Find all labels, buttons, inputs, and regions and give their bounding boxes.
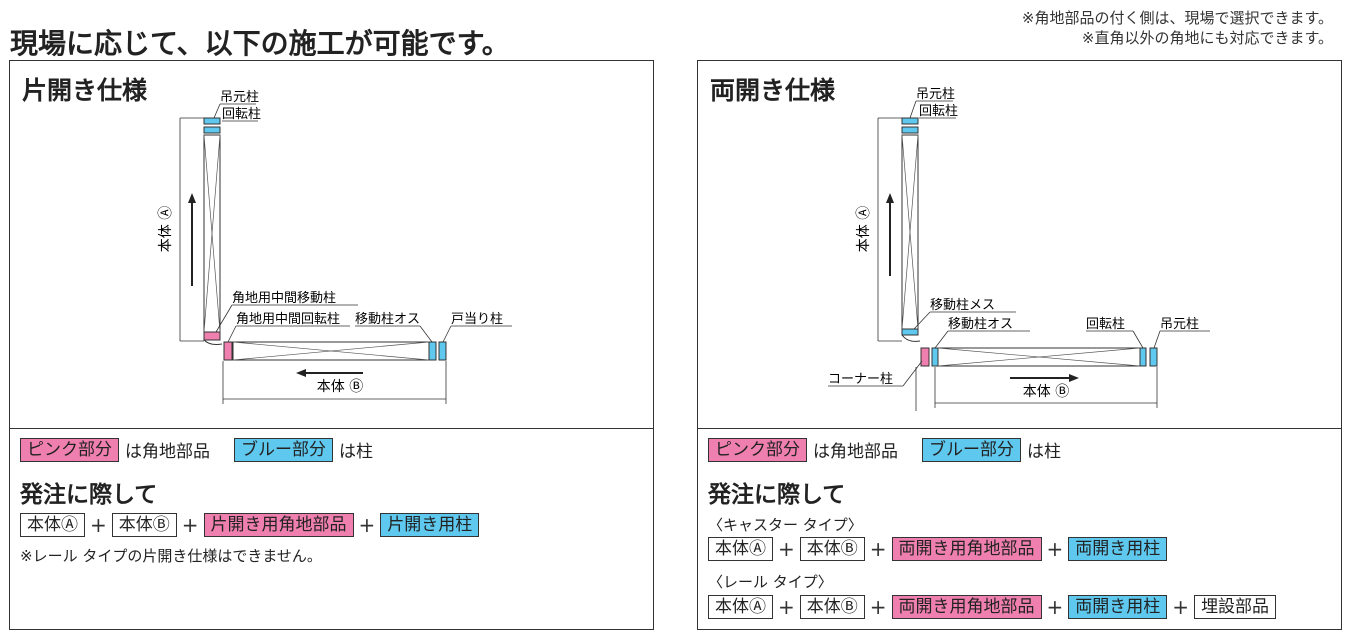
caster-type-label: 〈キャスター タイプ〉	[708, 516, 863, 534]
pivot-post-b-mark	[1139, 347, 1147, 367]
single-swing-diagram: 本体 Ⓐ 本体 Ⓑ 吊元柱 回転柱 角地用中間移動柱 角地用中間回転柱 移動柱オ…	[158, 90, 512, 404]
moving-post-female-mark	[901, 328, 919, 336]
label-suspension-post-b: 吊元柱	[1160, 317, 1199, 332]
label-moving-post-male: 移動柱オス	[355, 312, 420, 327]
moving-post-male-mark	[931, 347, 939, 367]
body-a-label: 本体 Ⓐ	[856, 206, 872, 252]
label-corner-moving-post: 角地用中間移動柱	[232, 291, 336, 306]
suspension-post-b-mark	[1149, 347, 1158, 367]
order-formula: 本体Ⓐ + 本体Ⓑ + 片開き用角地部品 + 片開き用柱	[20, 513, 480, 537]
moving-post-mark	[428, 341, 437, 361]
body-b-label: 本体 Ⓑ	[317, 379, 363, 395]
formula-item: 両開き用柱	[1068, 595, 1168, 619]
double-swing-diagram: 本体 Ⓐ 本体 Ⓑ 吊元柱 回転柱 移動柱メス 移動柱オス 回転柱 吊元柱	[828, 87, 1210, 411]
body-b-label: 本体 Ⓑ	[1023, 384, 1069, 400]
pivot-post-mark	[901, 126, 919, 134]
rail-type-label: 〈レール タイプ〉	[708, 573, 833, 591]
rail-note: ※レール タイプの片開き仕様はできません。	[20, 547, 322, 565]
label-moving-post-male: 移動柱オス	[948, 317, 1013, 332]
caster-formula: 本体Ⓐ + 本体Ⓑ + 両開き用角地部品 + 両開き用柱	[708, 537, 1168, 561]
page-headline: 現場に応じて、以下の施工が可能です。	[10, 27, 510, 60]
blue-legend-text: は柱	[1027, 442, 1061, 462]
corner-post	[920, 347, 930, 367]
suspension-post-mark	[901, 117, 919, 125]
panel-divider	[10, 428, 653, 429]
label-corner-pivot-post: 角地用中間回転柱	[236, 312, 340, 327]
door-stop-post-mark	[438, 341, 447, 361]
pink-legend-chip: ピンク部分	[708, 437, 807, 462]
order-title: 発注に際して	[20, 482, 158, 508]
color-legend: ピンク部分 は角地部品 ブルー部分 は柱	[708, 437, 1061, 462]
label-suspension-post: 吊元柱	[220, 90, 259, 105]
formula-item: 両開き用角地部品	[891, 595, 1042, 619]
color-legend: ピンク部分 は角地部品 ブルー部分 は柱	[20, 437, 373, 462]
blue-legend-text: は柱	[339, 442, 373, 462]
note-line-1: ※角地部品の付く側は、現場で選択できます。	[1021, 9, 1333, 27]
body-a-label: 本体 Ⓐ	[158, 206, 174, 252]
double-swing-panel: 両開き仕様 本体 Ⓐ 本体 Ⓑ 吊元柱 回	[697, 60, 1342, 630]
label-moving-post-female: 移動柱メス	[930, 298, 995, 313]
label-pivot-post-b: 回転柱	[1086, 317, 1125, 332]
label-suspension-post: 吊元柱	[916, 87, 955, 102]
formula-item: 本体Ⓐ	[708, 537, 773, 561]
label-corner-post: コーナー柱	[828, 372, 893, 387]
note-line-2: ※直角以外の角地にも対応できます。	[1081, 29, 1333, 47]
header-notes: ※角地部品の付く側は、現場で選択できます。 ※直角以外の角地にも対応できます。	[1022, 8, 1333, 48]
formula-item: 本体Ⓐ	[708, 595, 773, 619]
formula-item: 埋設部品	[1194, 595, 1277, 619]
pivot-post-mark	[203, 126, 221, 134]
formula-item: 片開き用柱	[380, 513, 480, 537]
label-pivot-post: 回転柱	[222, 107, 261, 122]
pink-legend-text: は角地部品	[125, 442, 210, 462]
single-swing-panel: 片開き仕様 本体 Ⓐ 本体 Ⓑ 吊元柱 回転柱	[9, 60, 654, 630]
rail-formula: 本体Ⓐ + 本体Ⓑ + 両開き用角地部品 + 両開き用柱 + 埋設部品	[708, 595, 1277, 619]
panel-divider	[698, 428, 1341, 429]
label-door-stop-post: 戸当り柱	[451, 312, 503, 327]
formula-item: 本体Ⓑ	[799, 595, 865, 619]
formula-item: 本体Ⓐ	[20, 513, 85, 537]
formula-item: 両開き用角地部品	[891, 537, 1042, 561]
label-pivot-post: 回転柱	[919, 104, 958, 119]
pink-legend-chip: ピンク部分	[20, 437, 119, 462]
blue-legend-chip: ブルー部分	[922, 437, 1021, 462]
corner-part-b	[223, 341, 233, 361]
suspension-post-mark	[203, 117, 221, 125]
order-title: 発注に際して	[708, 482, 846, 508]
blue-legend-chip: ブルー部分	[234, 437, 333, 462]
formula-item: 本体Ⓑ	[111, 513, 177, 537]
panel-title: 片開き仕様	[22, 76, 148, 105]
corner-part-a	[203, 331, 221, 341]
formula-item: 片開き用角地部品	[203, 513, 354, 537]
pink-legend-text: は角地部品	[813, 442, 898, 462]
formula-item: 両開き用柱	[1068, 537, 1168, 561]
panel-title: 両開き仕様	[710, 76, 836, 105]
formula-item: 本体Ⓑ	[799, 537, 865, 561]
